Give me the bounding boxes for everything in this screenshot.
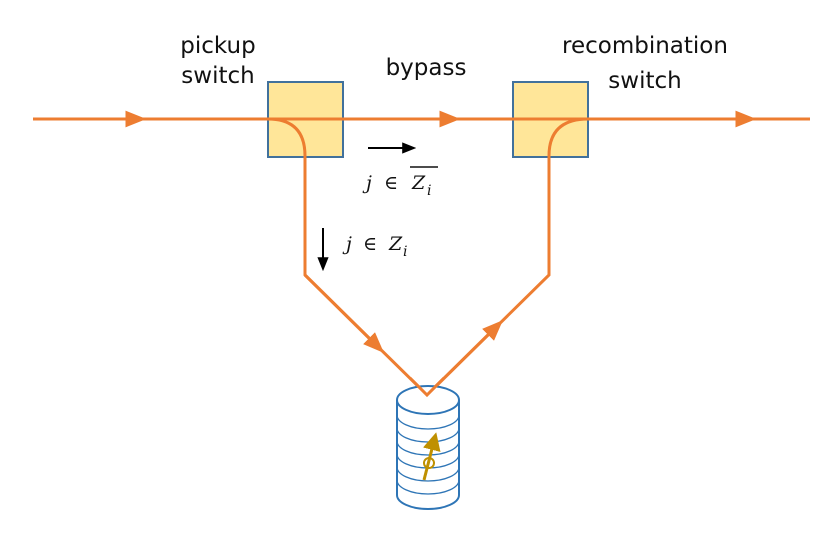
bypass-label: bypass [386,55,467,81]
bypass-condition-set: Z [411,172,426,194]
pickup-label-line1: pickup [180,33,255,59]
pickup-condition-set: Z [388,233,403,255]
pickup-label-line2: switch [181,63,254,89]
spin-arrow-icon [422,432,441,481]
ring-resonator-icon [396,385,460,510]
recombination-label-line2: switch [608,68,681,94]
pickup-condition-op: ∈ [363,233,377,255]
recombination-label-line1: recombination [562,33,728,59]
recombination-branch [425,117,589,397]
bypass-condition-var: j [362,172,372,194]
bypass-condition-sub: i [427,183,431,199]
bypass-condition-op: ∈ [384,172,398,194]
pickup-branch [267,117,429,397]
pickup-condition-var: j [342,233,352,255]
pickup-condition-sub: i [403,244,407,260]
pickup-condition: j ∈ Z i [342,233,407,260]
beam-ring-tip [408,376,446,398]
bypass-condition: j ∈ Z i [362,166,438,199]
